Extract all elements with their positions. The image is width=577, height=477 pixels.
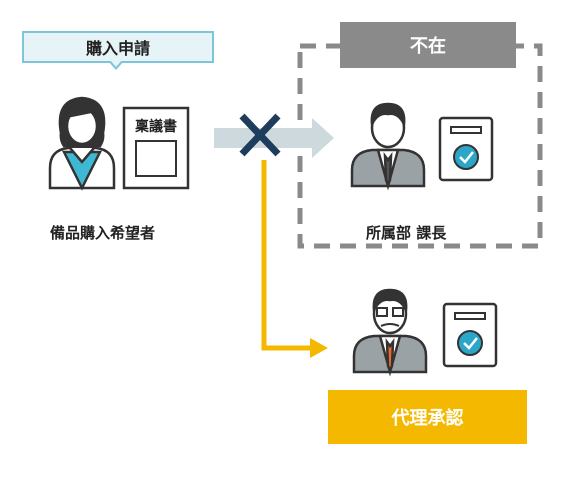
man-glasses-icon bbox=[352, 288, 428, 377]
manager-label: 所属部 課長 bbox=[366, 224, 447, 242]
woman-icon bbox=[48, 96, 116, 191]
check-icon bbox=[453, 144, 479, 170]
check-icon bbox=[457, 330, 483, 356]
document-icon bbox=[122, 106, 190, 190]
absent-status-tag: 不在 bbox=[340, 22, 516, 68]
document-title: 稟議書 bbox=[135, 119, 177, 135]
absent-manager-dashed-box bbox=[297, 43, 543, 249]
proxy-route-line bbox=[261, 160, 312, 351]
approval-form-icon bbox=[438, 116, 494, 182]
approval-form-icon bbox=[442, 302, 498, 368]
cross-icon bbox=[239, 113, 281, 157]
purchase-request-callout: 購入申請 bbox=[22, 31, 214, 63]
proxy-route-arrowhead bbox=[310, 338, 328, 358]
requester-label: 備品購入希望者 bbox=[50, 224, 156, 242]
man-icon bbox=[350, 102, 426, 191]
callout-tail-inner bbox=[110, 60, 122, 67]
proxy-approval-tag: 代理承認 bbox=[328, 390, 527, 444]
